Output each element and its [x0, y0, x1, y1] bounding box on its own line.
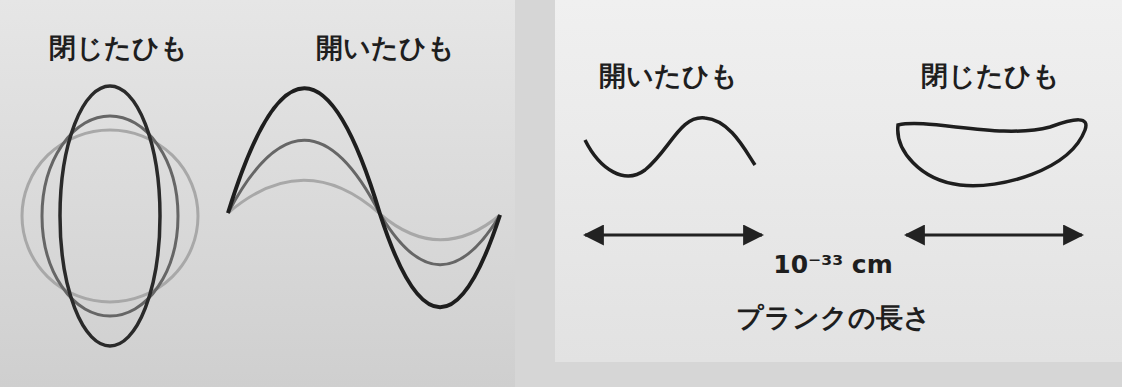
length-arrow: [906, 234, 1082, 237]
right-panel: [555, 0, 1122, 362]
length-value: 10⁻³³ cm: [773, 250, 892, 280]
open-string-mode: [228, 88, 500, 307]
string-title: 閉じたひも: [49, 32, 188, 64]
open-string-mode: [228, 140, 500, 265]
closed-string-mode: [22, 130, 198, 302]
open-string: [585, 118, 755, 176]
open-string-mode: [228, 180, 500, 240]
closed-string-mode: [42, 116, 178, 316]
length-arrow: [585, 234, 762, 237]
closed-string: [898, 120, 1086, 186]
string-title: 開いたひも: [599, 60, 738, 92]
left-panel: [0, 0, 515, 387]
length-name: プランクの長さ: [736, 302, 931, 334]
string-title: 閉じたひも: [921, 60, 1060, 92]
string-title: 開いたひも: [316, 32, 455, 64]
closed-string-mode: [60, 86, 160, 346]
